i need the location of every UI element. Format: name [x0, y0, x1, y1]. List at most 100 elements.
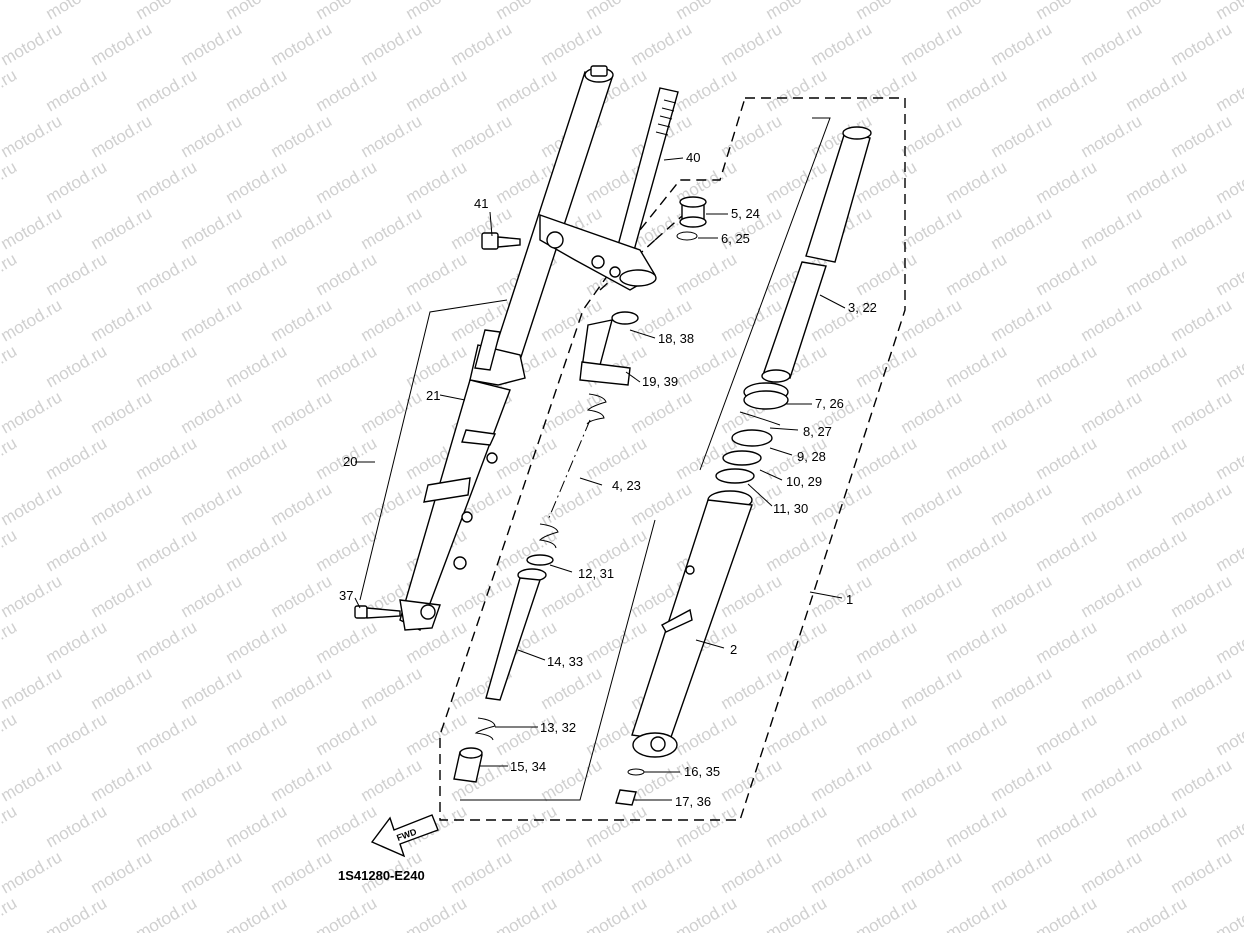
watermark-text: motod.ru: [313, 801, 381, 851]
watermark-text: motod.ru: [943, 65, 1011, 115]
watermark-text: motod.ru: [358, 663, 426, 713]
watermark-text: motod.ru: [1168, 571, 1236, 621]
watermark-text: motod.ru: [88, 19, 156, 69]
watermark-text: motod.ru: [0, 755, 65, 805]
watermark-text: motod.ru: [1078, 847, 1146, 897]
watermark-text: motod.ru: [763, 893, 831, 933]
watermark-text: motod.ru: [358, 203, 426, 253]
callout-label: 37: [339, 588, 353, 603]
watermark-text: motod.ru: [538, 479, 606, 529]
watermark-text: motod.ru: [43, 65, 111, 115]
watermark-text: motod.ru: [1168, 663, 1236, 713]
callout-label: 20: [343, 454, 357, 469]
watermark-text: motod.ru: [538, 663, 606, 713]
watermark-text: motod.ru: [178, 571, 246, 621]
watermark-text: motod.ru: [1033, 0, 1101, 23]
watermark-text: motod.ru: [43, 709, 111, 759]
watermark-text: motod.ru: [1078, 479, 1146, 529]
watermark-text: motod.ru: [0, 65, 20, 115]
watermark-text: motod.ru: [88, 203, 156, 253]
watermark-text: motod.ru: [1213, 65, 1244, 115]
callout-label: 10, 29: [786, 474, 822, 489]
watermark-text: motod.ru: [133, 341, 201, 391]
watermark-text: motod.ru: [178, 663, 246, 713]
watermark-text: motod.ru: [88, 571, 156, 621]
watermark-text: motod.ru: [43, 433, 111, 483]
watermark-text: motod.ru: [0, 525, 20, 575]
watermark-text: motod.ru: [1078, 111, 1146, 161]
watermark-text: motod.ru: [1078, 387, 1146, 437]
watermark-text: motod.ru: [223, 157, 291, 207]
watermark-text: motod.ru: [1123, 801, 1191, 851]
watermark-text: motod.ru: [853, 433, 921, 483]
watermark-text: motod.ru: [0, 249, 20, 299]
watermark-text: motod.ru: [898, 663, 966, 713]
watermark-text: motod.ru: [943, 525, 1011, 575]
watermark-text: motod.ru: [133, 0, 201, 23]
watermark-text: motod.ru: [943, 617, 1011, 667]
watermark-text: motod.ru: [178, 755, 246, 805]
watermark-text: motod.ru: [988, 571, 1056, 621]
watermark-text: motod.ru: [898, 19, 966, 69]
watermark-text: motod.ru: [313, 893, 381, 933]
watermark-text: motod.ru: [1078, 663, 1146, 713]
watermark-text: motod.ru: [853, 709, 921, 759]
watermark-text: motod.ru: [853, 893, 921, 933]
watermark-text: motod.ru: [88, 295, 156, 345]
watermark-text: motod.ru: [0, 893, 20, 933]
watermark-text: motod.ru: [673, 65, 741, 115]
watermark-text: motod.ru: [403, 65, 471, 115]
watermark-text: motod.ru: [43, 157, 111, 207]
watermark-text: motod.ru: [88, 479, 156, 529]
watermark-text: motod.ru: [133, 525, 201, 575]
watermark-text: motod.ru: [403, 157, 471, 207]
callout-label: 1: [846, 592, 853, 607]
watermark-text: motod.ru: [0, 617, 20, 667]
watermark-text: motod.ru: [268, 203, 336, 253]
watermark-text: motod.ru: [223, 801, 291, 851]
watermark-text: motod.ru: [898, 387, 966, 437]
callout-label: 6, 25: [721, 231, 750, 246]
watermark-text: motod.ru: [1123, 0, 1191, 23]
watermark-text: motod.ru: [223, 525, 291, 575]
watermark-text: motod.ru: [718, 663, 786, 713]
watermark-text: motod.ru: [0, 801, 20, 851]
watermark-text: motod.ru: [673, 341, 741, 391]
watermark-text: motod.ru: [898, 847, 966, 897]
watermark-text: motod.ru: [448, 111, 516, 161]
watermark-text: motod.ru: [268, 847, 336, 897]
watermark-text: motod.ru: [133, 617, 201, 667]
watermark-text: motod.ru: [223, 65, 291, 115]
watermark-text: motod.ru: [808, 847, 876, 897]
watermark-text: motod.ru: [1078, 571, 1146, 621]
watermark-text: motod.ru: [0, 571, 65, 621]
watermark-text: motod.ru: [43, 893, 111, 933]
watermark-text: motod.ru: [808, 755, 876, 805]
watermark-text: motod.ru: [898, 755, 966, 805]
watermark-text: motod.ru: [268, 479, 336, 529]
watermark-text: motod.ru: [1168, 111, 1236, 161]
watermark-text: motod.ru: [853, 801, 921, 851]
callout-label: 11, 30: [773, 501, 808, 516]
watermark-text: motod.ru: [43, 249, 111, 299]
watermark-text: motod.ru: [673, 249, 741, 299]
watermark-text: motod.ru: [898, 203, 966, 253]
watermark-text: motod.ru: [1033, 801, 1101, 851]
watermark-text: motod.ru: [538, 847, 606, 897]
watermark-text: motod.ru: [763, 65, 831, 115]
watermark-text: motod.ru: [1123, 525, 1191, 575]
watermark-text: motod.ru: [628, 19, 696, 69]
watermark-text: motod.ru: [763, 157, 831, 207]
watermark-text: motod.ru: [88, 111, 156, 161]
watermark-text: motod.ru: [313, 709, 381, 759]
watermark-text: motod.ru: [1033, 617, 1101, 667]
watermark-text: motod.ru: [1078, 203, 1146, 253]
assembled-fork-left: [400, 66, 613, 630]
watermark-text: motod.ru: [1168, 847, 1236, 897]
watermark-text: motod.ru: [988, 847, 1056, 897]
callout-label: 4, 23: [612, 478, 641, 493]
watermark-text: motod.ru: [223, 341, 291, 391]
watermark-text: motod.ru: [133, 65, 201, 115]
callout-label: 21: [426, 388, 440, 403]
watermark-text: motod.ru: [358, 111, 426, 161]
